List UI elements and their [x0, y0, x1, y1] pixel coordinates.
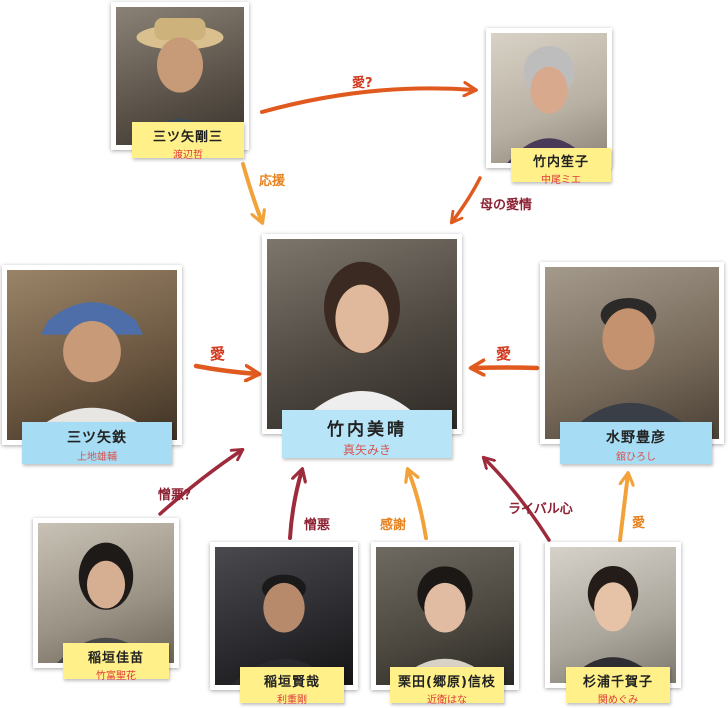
arrow-fumiko-to-center	[452, 176, 482, 222]
actor-inagaki-kanae: 竹富聖花	[96, 671, 136, 682]
actor-mitsuya-tetsu: 上地雄輔	[77, 452, 117, 463]
actor-inagaki-kenya: 利重剛	[277, 695, 307, 706]
arrow-mizuno-to-center	[472, 368, 540, 369]
name-mitsuya-tetsu: 三ツ矢鉄	[67, 430, 127, 446]
arrow-chikako-to-mizuno	[618, 474, 628, 542]
relation-label-gozo-to-center: 応援	[259, 174, 286, 189]
relation-label-kenya-to-center: 憎悪	[304, 518, 331, 533]
portrait-takeuchi-fumiko	[491, 33, 607, 163]
name-takeuchi-miharu: 竹内美晴	[327, 420, 407, 440]
name-tag-inagaki-kanae: 稲垣佳苗 竹富聖花	[63, 643, 169, 682]
name-tag-inagaki-kenya: 稲垣賢哉 利重剛	[240, 667, 344, 706]
actor-mizuno-toyohiko: 舘ひろし	[616, 452, 656, 463]
photo-card-mizuno-toyohiko	[540, 262, 724, 444]
actor-sugiura-chikako: 関めぐみ	[597, 695, 639, 706]
actor-kurita-nobue: 近衛はな	[427, 695, 467, 706]
arrow-kanae-to-center	[158, 450, 242, 516]
photo-card-takeuchi-miharu	[262, 234, 462, 434]
relation-label-chikako-to-mizuno: 愛	[632, 516, 646, 531]
relation-label-tetsu-to-center: 愛	[210, 345, 226, 363]
arrow-chikako-to-center	[484, 458, 551, 542]
name-inagaki-kanae: 稲垣佳苗	[87, 651, 144, 666]
relation-label-nobue-to-center: 感謝	[380, 518, 407, 533]
relation-label-chikako-to-center: ライバル心	[508, 502, 573, 517]
name-takeuchi-fumiko: 竹内笙子	[532, 155, 589, 170]
portrait-mizuno-toyohiko	[545, 267, 719, 439]
name-mitsuya-gozo: 三ツ矢剛三	[152, 130, 223, 145]
portrait-inagaki-kanae	[38, 523, 174, 663]
portrait-mitsuya-tetsu	[7, 270, 177, 440]
name-tag-mitsuya-tetsu: 三ツ矢鉄 上地雄輔	[22, 422, 172, 464]
relation-label-gozo-to-fumiko: 愛?	[352, 76, 373, 91]
relation-label-mizuno-to-center: 愛	[496, 345, 512, 363]
photo-card-inagaki-kenya	[210, 542, 358, 690]
photo-card-takeuchi-fumiko	[486, 28, 612, 168]
portrait-kurita-nobue	[376, 547, 514, 685]
relation-label-kanae-to-center: 憎悪？	[158, 488, 198, 503]
name-sugiura-chikako: 杉浦千賀子	[582, 675, 653, 690]
name-tag-kurita-nobue: 栗田(郷原)信枝 近衛はな	[390, 667, 504, 706]
portrait-inagaki-kenya	[215, 547, 353, 685]
name-inagaki-kenya: 稲垣賢哉	[263, 675, 320, 690]
arrow-gozo-to-fumiko	[260, 88, 475, 114]
portrait-sugiura-chikako	[550, 547, 676, 683]
relation-label-fumiko-to-center: 母の愛情	[480, 198, 533, 213]
name-tag-takeuchi-fumiko: 竹内笙子 中尾ミエ	[511, 148, 611, 186]
name-tag-mitsuya-gozo: 三ツ矢剛三 渡辺哲	[132, 122, 244, 161]
actor-takeuchi-fumiko: 中尾ミエ	[541, 175, 581, 186]
name-mizuno-toyohiko: 水野豊彦	[606, 430, 666, 446]
actor-mitsuya-gozo: 渡辺哲	[173, 150, 203, 161]
name-tag-mizuno-toyohiko: 水野豊彦 舘ひろし	[560, 422, 712, 464]
portrait-takeuchi-miharu	[267, 239, 457, 429]
arrow-nobue-to-center	[408, 470, 428, 540]
photo-card-mitsuya-tetsu	[2, 265, 182, 445]
arrow-tetsu-to-center	[193, 363, 258, 374]
name-tag-sugiura-chikako: 杉浦千賀子 関めぐみ	[566, 667, 670, 706]
arrow-kenya-to-center	[288, 470, 302, 540]
actor-takeuchi-miharu: 真矢みき	[342, 443, 391, 457]
name-kurita-nobue: 栗田(郷原)信枝	[398, 675, 496, 690]
arrow-gozo-to-center	[241, 162, 262, 222]
name-tag-takeuchi-miharu: 竹内美晴 真矢みき	[282, 410, 452, 458]
